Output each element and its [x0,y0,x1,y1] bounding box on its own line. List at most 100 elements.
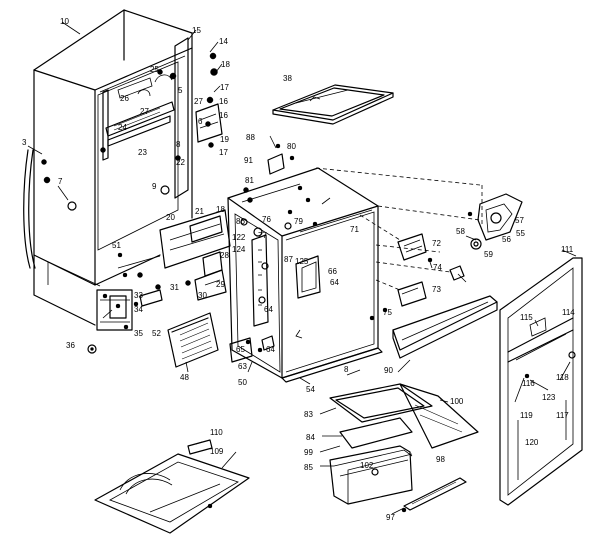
cabinet-shell [23,9,193,326]
leader-lines [27,21,577,515]
callout-label: 117 [556,411,569,420]
callout-label: 119 [520,411,533,420]
cabinet-liner-and-brackets [41,37,223,251]
callout-label: 35 [134,329,143,338]
callout-label: 125 [295,257,309,266]
callout-label: 66 [328,267,337,276]
callout-label: 109 [210,447,224,456]
door-gasket-frame [499,257,583,506]
callout-label: 18 [221,60,230,69]
callout-label: 58 [456,227,465,236]
callout-label: 88 [246,133,255,142]
callout-label: 27 [194,97,203,106]
callout-label: 72 [432,239,441,248]
callout-label: 79 [294,217,303,226]
base-hinge-section [87,289,163,354]
callout-label: 110 [210,428,223,437]
callout-label: 38 [283,74,292,83]
callout-label: 86 [236,217,245,226]
callout-label: 55 [516,229,525,238]
lower-mechanism [117,209,231,301]
callout-label: 22 [176,158,185,167]
callout-label: 99 [304,448,313,457]
freezer-liner-box [227,167,383,383]
callout-label: 21 [195,207,204,216]
callout-label: 73 [432,285,441,294]
callout-label: 33 [134,291,143,300]
callout-label: 91 [244,156,253,165]
callout-label: 59 [484,250,493,259]
callout-label: 63 [238,362,247,371]
callout-label: 76 [262,215,271,224]
callout-label: 8 [176,140,181,149]
callout-label: 83 [304,410,313,419]
callout-label: 114 [562,308,575,317]
callout-label: 26 [120,94,129,103]
callout-label: 24 [118,123,127,132]
callout-label: 102 [360,461,374,470]
callout-label: 120 [525,438,539,447]
callout-label: 10 [60,17,69,26]
callout-label: 98 [436,455,445,464]
callout-label: 65 [236,345,245,354]
callout-label: 97 [386,513,395,522]
callout-label: 31 [170,283,179,292]
callout-label: 115 [520,313,533,322]
crisper-drawers [329,383,479,513]
callout-label: 111 [561,245,574,254]
callout-label: 84 [306,433,315,442]
callout-label: 50 [238,378,247,387]
callout-label: 100 [450,397,464,406]
callout-label: 19 [220,135,229,144]
vent-grille [167,312,219,368]
callout-label: 3 [22,138,27,147]
callout-label: 34 [134,305,143,314]
callout-label: 75 [383,308,392,317]
callout-label: 15 [192,26,201,35]
callout-label: 30 [198,291,207,300]
callout-label: 80 [287,142,296,151]
callout-label: 6 [198,117,203,126]
callout-label: 64 [266,345,275,354]
shelf-top [272,84,394,125]
callout-label: 16 [219,111,228,120]
callout-label: 27 [140,107,149,116]
upper-box-small-parts [243,143,303,203]
callout-label: 17 [220,83,229,92]
explosion-lines-upper-right [315,167,483,291]
callout-label: 85 [304,463,313,472]
callout-label: 14 [219,37,228,46]
callout-label: 52 [152,329,161,338]
callout-label: 64 [330,278,339,287]
callout-label: 36 [66,341,75,350]
callout-label: 20 [166,213,175,222]
callout-label: 124 [232,245,246,254]
callout-label: 17 [219,148,228,157]
callout-label: 123 [542,393,556,402]
callout-label: 77 [258,231,267,240]
control-parts [369,193,523,321]
callout-label: 5 [178,86,183,95]
callout-label: 74 [433,263,442,272]
callout-label: 90 [384,366,393,375]
callout-labels: 10 15 14 18 17 25 26 5 27 16 27 16 6 19 … [22,17,575,522]
callout-label: 64 [264,305,273,314]
callout-label: 54 [306,385,315,394]
callout-label: 71 [350,225,359,234]
callout-label: 118 [556,373,569,382]
callout-label: 25 [150,65,159,74]
callout-label: 48 [180,373,189,382]
callout-label: 116 [522,379,535,388]
callout-label: 7 [58,177,63,186]
callout-label: 9 [152,182,157,191]
callout-label: 28 [220,251,229,260]
callout-label: 23 [138,148,147,157]
callout-label: 18 [216,205,225,214]
callout-label: 122 [232,233,246,242]
callout-label: 87 [284,255,293,264]
callout-label: 8 [344,365,349,374]
base-pan [94,439,250,534]
callout-label: 57 [515,216,524,225]
callout-label: 51 [112,241,121,250]
